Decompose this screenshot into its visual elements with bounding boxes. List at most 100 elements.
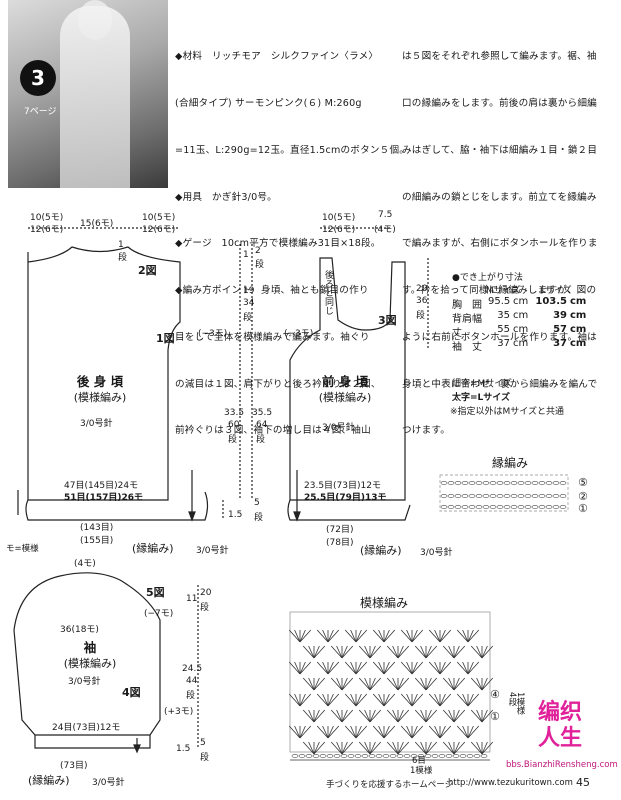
height-dim: 5 [254, 498, 260, 508]
instruction-line: 口の縁編みをします。前後の肩は裏から細編 [402, 97, 597, 109]
stitch-mark [341, 741, 348, 755]
stitch-mark [350, 725, 357, 739]
height-dim: 段 [254, 513, 264, 523]
back-body-title: 後 身 頃 [76, 374, 124, 389]
sleeve-increase-note: (+3モ) [164, 707, 194, 717]
stitch-mark [341, 645, 348, 659]
chain-mark [524, 505, 532, 509]
stitch-mark [481, 677, 488, 691]
stitch-mark [453, 709, 460, 723]
stitch-mark [364, 709, 371, 723]
back-width-m: (143目) [80, 523, 114, 533]
height-dim: 段 [228, 435, 238, 445]
stitch-mark [400, 661, 413, 675]
chain-mark [517, 494, 525, 498]
stitch-mark [481, 741, 488, 755]
stitch-mark [386, 677, 399, 691]
chain-mark [559, 505, 567, 509]
chain-mark [552, 505, 560, 509]
chain-mark [531, 494, 539, 498]
pattern-number-badge: 3 [20, 60, 56, 96]
front-body-title: 前 身 頃 [321, 374, 369, 389]
chain-mark [475, 494, 483, 498]
stitch-mark [420, 741, 427, 755]
chain-mark [545, 494, 553, 498]
back-decrease-note: (−3モ) [198, 329, 228, 339]
front-top-left-dim-l: 12(6モ) [322, 225, 356, 235]
stitch-mark [470, 709, 483, 723]
stitch-mark [481, 709, 488, 723]
instruction-line: 身頃と中表に合わせ、裏から細編みを編んで [402, 378, 598, 390]
sleeve-title: 袖 [83, 640, 97, 655]
stitch-mark [383, 725, 396, 739]
stitch-mark [414, 677, 427, 691]
stitch-mark [392, 645, 399, 659]
stitch-mark [336, 677, 343, 691]
stitch-mark [406, 629, 413, 643]
sizes-heading: ●でき上がり寸法 [452, 273, 523, 283]
stitch-mark [299, 661, 312, 675]
stitch-mark [308, 645, 315, 659]
stitch-mark [434, 725, 441, 739]
stitch-mark [453, 709, 466, 723]
chain-mark [403, 754, 411, 758]
stitch-mark [434, 629, 441, 643]
stitch-mark [439, 693, 446, 707]
stitch-mark [327, 725, 340, 739]
chain-mark [438, 754, 446, 758]
sizes-row: 袖 丈 37 cm 37 cm [452, 338, 587, 353]
stitch-mark [336, 709, 343, 723]
stitch-mark [378, 629, 385, 643]
chain-mark [510, 481, 518, 485]
stitch-mark [383, 661, 390, 675]
stitch-mark [397, 741, 404, 755]
footer-url[interactable]: http://www.tezukuritown.com [448, 778, 573, 788]
stitch-mark [428, 725, 441, 739]
stitch-mark [341, 677, 348, 691]
stitch-mark [453, 741, 460, 755]
instruction-line: 目をして全体を模様編みで編みます。袖ぐり [175, 331, 370, 343]
front-neck-note: 後ろと同じ [323, 270, 333, 315]
chain-mark [503, 505, 511, 509]
stitch-mark [428, 693, 441, 707]
height-dim: 段 [255, 260, 265, 270]
stitch-mark [386, 741, 399, 755]
instruction-line: ◆編み方ポイント 身頃、袖とも鎖目の作り [175, 285, 369, 297]
front-top-right-dim-l: (4モ) [374, 225, 396, 235]
chain-mark [454, 505, 462, 509]
chain-mark [482, 494, 490, 498]
instruction-line: ◆材料 リッチモア シルクファイン〈ラメ〉 [175, 51, 379, 63]
stitch-mark [383, 661, 396, 675]
stitch-mark [299, 725, 306, 739]
instruction-line: す。衿を拾って同様に縁編みしますが、図の [402, 285, 597, 297]
front-height-dim: 36 [416, 296, 428, 306]
chain-mark [552, 494, 560, 498]
stitch-mark [327, 693, 340, 707]
sleeve-edge-needle: 3/0号針 [92, 778, 125, 788]
stitch-mark [355, 725, 368, 739]
border-row-2: ② [578, 490, 588, 503]
sleeve-height-dim: 24.5 [182, 664, 203, 674]
figure-5-label: 5図 [146, 586, 165, 599]
stitch-mark [327, 661, 340, 675]
stitch-mark [442, 741, 455, 755]
stitch-mark [313, 645, 320, 659]
instruction-line: (合細タイプ) サーモンピンク(６) M:260g [175, 97, 362, 109]
stitch-mark [299, 693, 306, 707]
figure-3-label: 3図 [378, 314, 397, 327]
sleeve-height-dim: 段 [186, 691, 196, 701]
sizes-note-common: ※指定以外はMサイズと共通 [450, 407, 565, 417]
footer-caption: 手づくりを応援するホームページ [326, 780, 454, 790]
stitch-mark [313, 709, 320, 723]
front-decrease-note: (−3モ) [284, 329, 314, 339]
stitch-mark [341, 677, 354, 691]
front-body-outline [289, 257, 406, 501]
stitch-mark [327, 629, 340, 643]
stitch-mark [358, 741, 371, 755]
sleeve-height-dim: 5 [200, 738, 206, 748]
stitch-mark [425, 709, 432, 723]
back-top-center-dim: 15(6モ) [80, 219, 114, 229]
stitch-mark [448, 677, 455, 691]
stitch-mark [453, 741, 466, 755]
